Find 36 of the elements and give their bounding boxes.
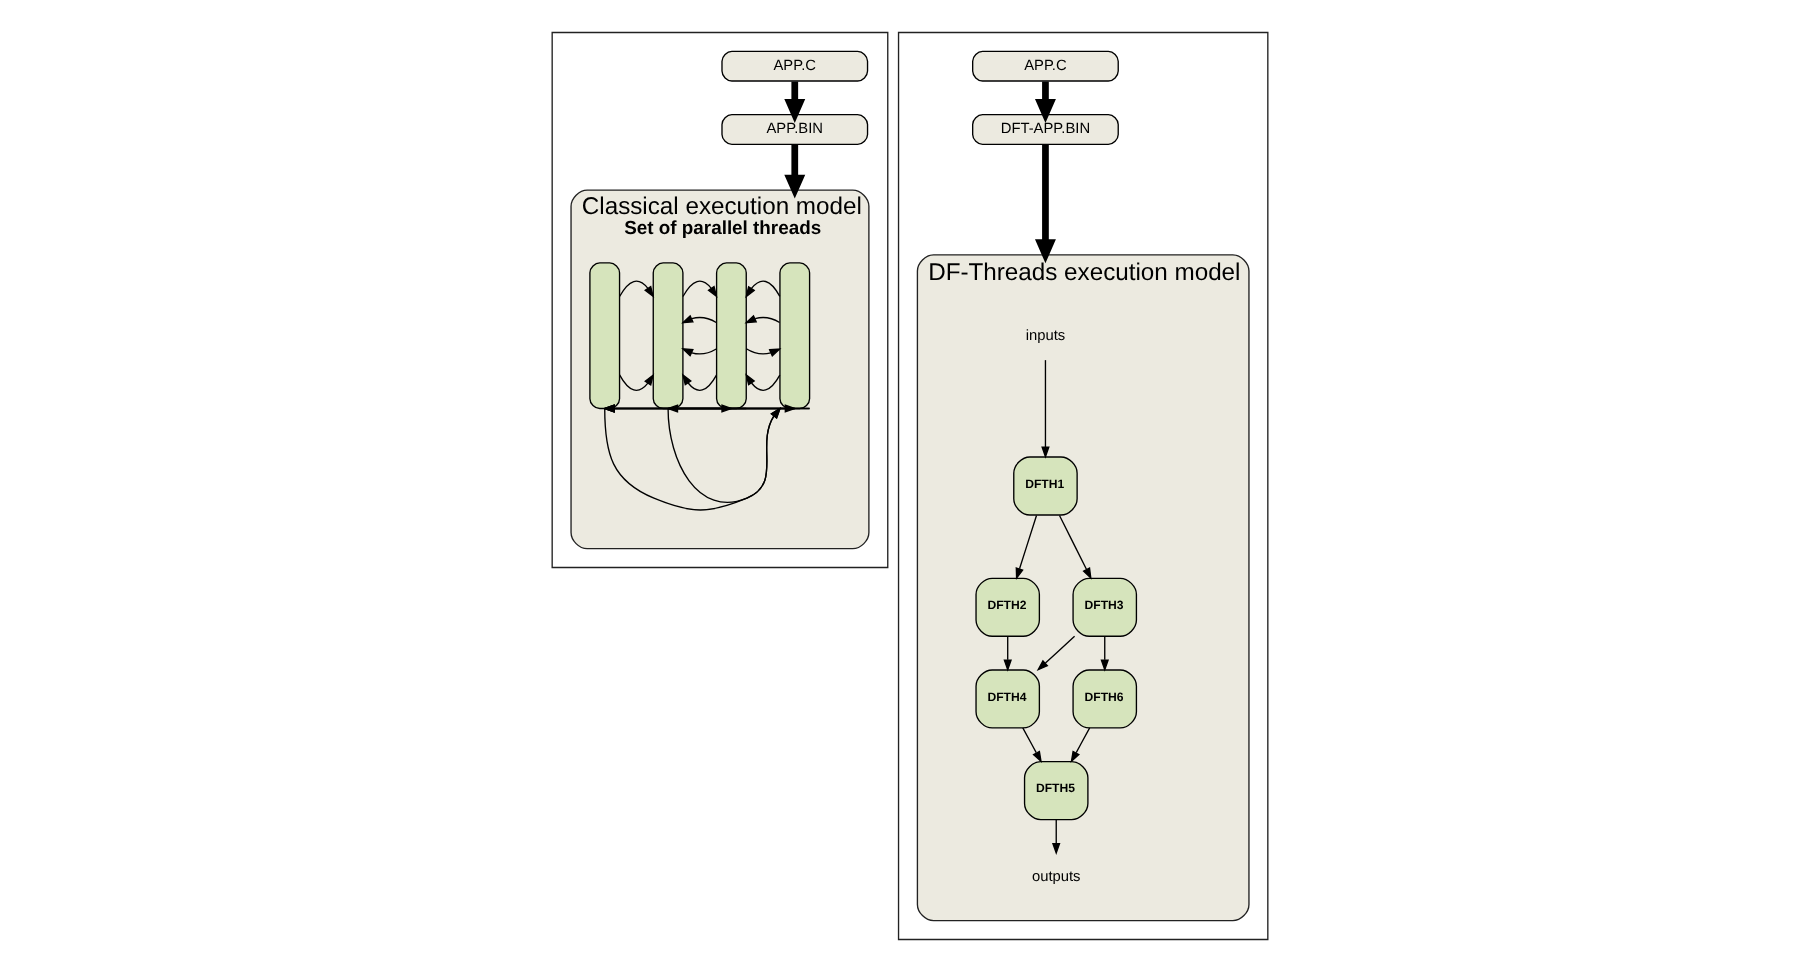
arrow <box>744 373 780 391</box>
node-box: APP.BIN <box>720 114 868 146</box>
arrow <box>743 314 780 324</box>
node-text: outputs <box>1030 867 1080 886</box>
node-text: inputs <box>1024 325 1065 344</box>
arrow <box>1002 635 1011 672</box>
arrow <box>681 280 717 299</box>
arrow <box>783 81 805 123</box>
arrow <box>1050 819 1060 856</box>
node-bar <box>714 262 746 410</box>
arrow <box>1069 727 1090 764</box>
cluster <box>896 31 1268 941</box>
arrow <box>1021 727 1041 764</box>
arrow <box>783 144 805 199</box>
arrow <box>617 280 654 299</box>
node-bar <box>778 262 810 410</box>
arrow <box>1035 635 1075 671</box>
node-box: APP.C <box>720 50 868 82</box>
arrow <box>1014 514 1037 580</box>
arrow <box>744 348 781 357</box>
arrow <box>1034 81 1055 123</box>
arrow <box>1040 359 1049 459</box>
cluster: Classical execution model Set of parallel threads <box>569 189 869 550</box>
node-box: DFT-APP.BIN <box>971 114 1118 146</box>
node-bar <box>651 262 683 410</box>
node-bar <box>588 262 620 410</box>
arrow <box>744 280 780 299</box>
arrow <box>680 347 716 357</box>
arrow <box>1034 144 1055 264</box>
arrow <box>1099 635 1108 672</box>
arrow <box>680 373 717 391</box>
cluster <box>550 31 888 569</box>
node-box: APP.C <box>971 50 1118 82</box>
arrow <box>1057 514 1091 580</box>
arrow <box>617 373 654 391</box>
arrow <box>680 314 716 324</box>
